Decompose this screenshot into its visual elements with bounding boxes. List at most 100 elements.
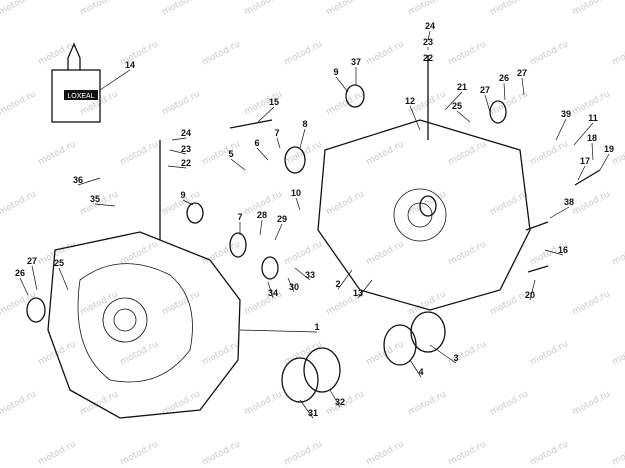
callout-number: 23 bbox=[181, 144, 191, 154]
leader-line bbox=[287, 277, 295, 293]
leader-line bbox=[259, 219, 263, 236]
leader-line bbox=[573, 122, 594, 146]
bottle-label: LOXEAL bbox=[67, 93, 94, 100]
sealant-bottle: LOXEAL bbox=[51, 42, 101, 123]
watermark-text: motod.ru bbox=[119, 339, 160, 367]
callout-number: 18 bbox=[587, 133, 597, 143]
leader-line bbox=[549, 206, 570, 219]
callout-number: 25 bbox=[54, 258, 64, 268]
leader-line bbox=[58, 267, 69, 291]
callout-number: 2 bbox=[335, 279, 340, 289]
callout-number: 15 bbox=[269, 97, 279, 107]
leader-line bbox=[409, 105, 421, 131]
callout-number: 9 bbox=[333, 67, 338, 77]
callout-number: 26 bbox=[499, 73, 509, 83]
leader-line bbox=[94, 203, 116, 207]
leader-line bbox=[19, 277, 29, 296]
watermark-text: motod.ru bbox=[0, 89, 38, 117]
watermark-text: motod.ru bbox=[407, 0, 448, 18]
leader-line bbox=[427, 30, 431, 41]
leader-line bbox=[299, 399, 314, 419]
callout-number: 1 bbox=[314, 322, 319, 332]
watermark-text: motod.ru bbox=[0, 0, 38, 18]
callout-number: 27 bbox=[517, 68, 527, 78]
leader-lines bbox=[19, 30, 610, 419]
watermark-text: motod.ru bbox=[611, 39, 625, 67]
watermark-text: motod.ru bbox=[283, 239, 324, 267]
watermark-text: motod.ru bbox=[489, 289, 530, 317]
watermark-text: motod.ru bbox=[0, 189, 38, 217]
callout-number: 22 bbox=[423, 53, 433, 63]
callout-number: 35 bbox=[90, 194, 100, 204]
watermark-text: motod.ru bbox=[243, 389, 284, 417]
callout-number: 39 bbox=[561, 109, 571, 119]
watermark-text: motod.ru bbox=[201, 239, 242, 267]
callout-number: 7 bbox=[237, 212, 242, 222]
callout-number: 10 bbox=[291, 188, 301, 198]
callout-number: 17 bbox=[580, 156, 590, 166]
bearings-and-seals bbox=[26, 84, 507, 403]
watermark-text: motod.ru bbox=[447, 39, 488, 67]
callout-number: 38 bbox=[564, 197, 574, 207]
watermark-text: motod.ru bbox=[447, 239, 488, 267]
leader-line bbox=[456, 110, 471, 123]
callout-number: 37 bbox=[351, 57, 361, 67]
callout-number: 27 bbox=[27, 256, 37, 266]
callout-number: 11 bbox=[588, 113, 598, 123]
watermark-text: motod.ru bbox=[365, 39, 406, 67]
leader-line bbox=[555, 118, 567, 141]
watermark-text: motod.ru bbox=[201, 139, 242, 167]
leader-line bbox=[335, 76, 349, 93]
leader-line bbox=[99, 69, 131, 91]
watermark-text: motod.ru bbox=[611, 239, 625, 267]
leader-line bbox=[230, 158, 246, 171]
watermark-text: motod.ru bbox=[243, 0, 284, 18]
callout-number: 25 bbox=[452, 101, 462, 111]
watermark-text: motod.ru bbox=[529, 439, 570, 467]
watermark-text: motod.ru bbox=[119, 439, 160, 467]
watermark-text: motod.ru bbox=[489, 189, 530, 217]
watermark-text: motod.ru bbox=[79, 0, 120, 18]
left-crankcase-half bbox=[47, 231, 241, 419]
callout-number: 21 bbox=[457, 82, 467, 92]
watermark-text: motod.ru bbox=[201, 39, 242, 67]
leader-line bbox=[31, 265, 38, 291]
watermark-text: motod.ru bbox=[37, 39, 78, 67]
leader-line bbox=[169, 149, 187, 155]
watermark-text: motod.ru bbox=[407, 289, 448, 317]
leader-line bbox=[444, 91, 463, 111]
callout-number: 7 bbox=[274, 128, 279, 138]
watermark-text: motod.ru bbox=[0, 389, 38, 417]
watermark-text: motod.ru bbox=[447, 139, 488, 167]
callout-number: 24 bbox=[425, 21, 435, 31]
watermark-text: motod.ru bbox=[489, 389, 530, 417]
watermark-text: motod.ru bbox=[325, 189, 366, 217]
leader-line bbox=[167, 165, 187, 169]
leader-line bbox=[256, 147, 269, 161]
leader-line bbox=[276, 137, 281, 149]
leader-line bbox=[274, 223, 283, 241]
callout-number: 3 bbox=[453, 353, 458, 363]
callout-number: 36 bbox=[73, 175, 83, 185]
watermark-text: motod.ru bbox=[79, 289, 120, 317]
callout-number: 23 bbox=[423, 37, 433, 47]
watermark-text: motod.ru bbox=[529, 139, 570, 167]
watermark-text: motod.ru bbox=[407, 189, 448, 217]
watermark-text: motod.ru bbox=[529, 39, 570, 67]
watermark-text: motod.ru bbox=[407, 389, 448, 417]
watermark-text: motod.ru bbox=[79, 389, 120, 417]
watermark-text: motod.ru bbox=[365, 239, 406, 267]
leader-line bbox=[182, 199, 194, 206]
watermark-text: motod.ru bbox=[611, 339, 625, 367]
callout-number: 27 bbox=[480, 85, 490, 95]
watermark-text: motod.ru bbox=[489, 0, 530, 18]
callout-number: 29 bbox=[277, 214, 287, 224]
watermark-text: motod.ru bbox=[283, 439, 324, 467]
callout-number: 28 bbox=[257, 210, 267, 220]
leader-line bbox=[409, 359, 422, 378]
watermark-text: motod.ru bbox=[325, 0, 366, 18]
leader-line bbox=[577, 165, 586, 181]
leader-line bbox=[294, 267, 311, 281]
